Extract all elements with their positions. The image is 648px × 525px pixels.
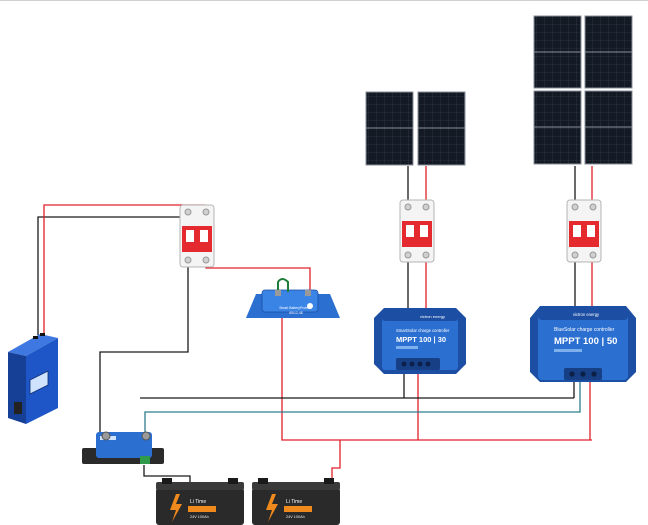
mppt-controller-icon: victron energy BlueSolar charge controll… xyxy=(530,306,636,382)
wire-inverter-positive xyxy=(43,204,206,335)
battery-monitor-shunt-icon xyxy=(82,431,164,464)
solar-panel-icon xyxy=(417,91,466,166)
lithium-battery-icon: Li Time 24V 100Ah xyxy=(252,478,340,525)
mppt-small-series-title: SmartSolar charge controller xyxy=(396,328,450,333)
dc-breaker-icon xyxy=(566,199,602,263)
wire-protect-to-positive-bus xyxy=(281,318,340,441)
wire-breaker1-negative-to-shunt xyxy=(99,265,189,432)
wire-breaker1-positive-to-protect xyxy=(205,265,311,292)
mppt-large-series-title: BlueSolar charge controller xyxy=(554,327,615,333)
battery-1-spec: 24V 100Ah xyxy=(190,515,209,519)
top-border xyxy=(0,0,648,1)
dc-breaker-icon xyxy=(179,204,215,268)
solar-panel-icon xyxy=(584,90,633,165)
mppt-large-model: MPPT 100 | 50 xyxy=(554,336,617,347)
battery-1-brand: Li Time xyxy=(190,499,206,505)
mppt-small-model: MPPT 100 | 30 xyxy=(396,335,446,344)
battery-2-spec: 24V 100Ah xyxy=(286,515,305,519)
mppt-small-brand: victron energy xyxy=(420,314,445,319)
mppt-controller-icon: victron energy SmartSolar charge control… xyxy=(374,308,466,374)
battery-protect-model: 65/12-48 xyxy=(289,311,302,315)
dc-breaker-icon xyxy=(399,199,435,263)
solar-panel-icon xyxy=(533,15,582,89)
wire-inverter-negative xyxy=(37,216,188,335)
wiring xyxy=(37,166,593,490)
battery-2-brand: Li Time xyxy=(286,499,302,505)
grid-tie-inverter-icon xyxy=(8,333,58,424)
wire-comm-cable xyxy=(144,380,581,432)
solar-panel-icon xyxy=(584,15,633,89)
solar-panel-icon xyxy=(365,91,414,166)
lithium-battery-icon: Li Time 24V 100Ah xyxy=(156,478,244,525)
mppt-large-brand: victron energy xyxy=(573,312,600,317)
solar-panel-icon xyxy=(533,90,582,165)
battery-protect-icon: Smart BatteryProtect 65/12-48 xyxy=(246,278,340,318)
battery-protect-title: Smart BatteryProtect xyxy=(279,306,311,310)
